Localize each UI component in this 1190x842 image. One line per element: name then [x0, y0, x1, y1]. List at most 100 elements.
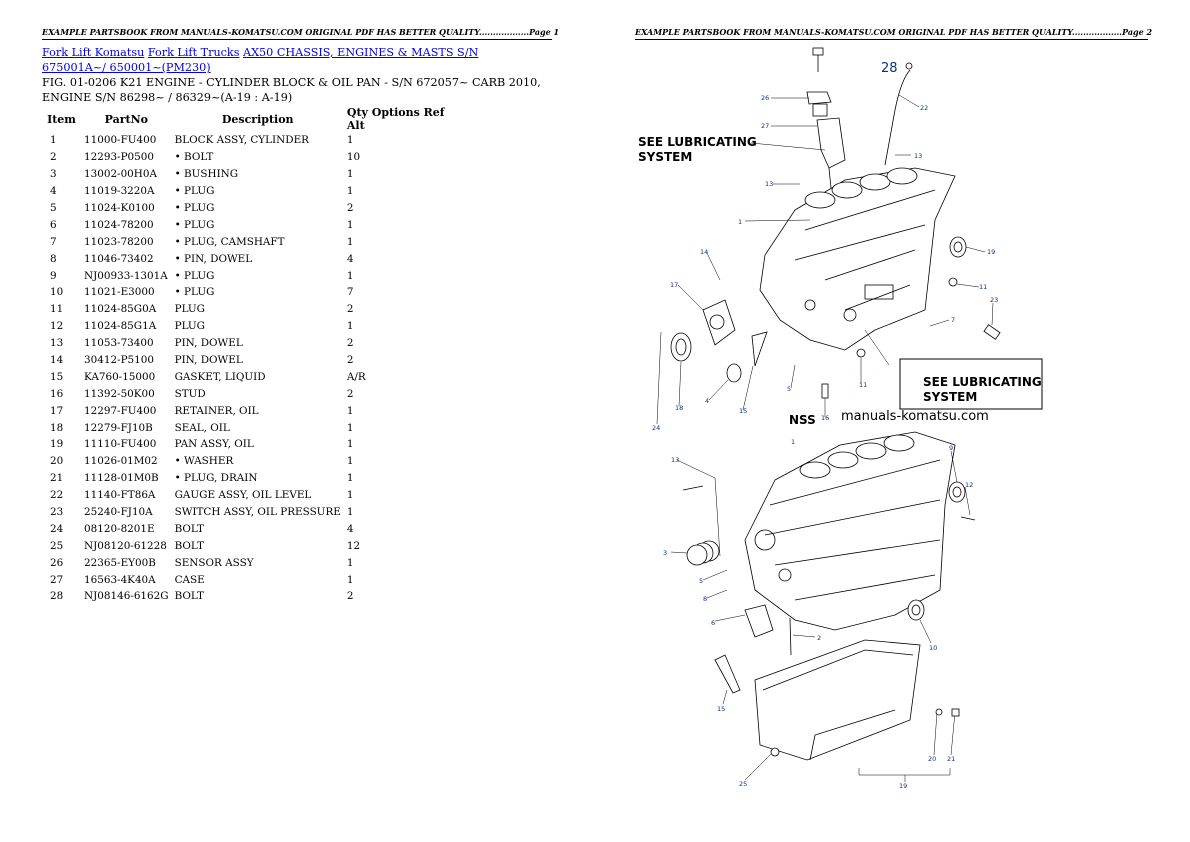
part-qty: 1 — [346, 269, 354, 282]
item-number: 19 — [50, 438, 64, 451]
part-number: 22365-EY00B — [84, 556, 156, 569]
part-qty: 1 — [346, 489, 354, 502]
watermark: manuals-komatsu.com — [841, 409, 989, 424]
part-number: NJ08120-61228 — [84, 539, 167, 552]
part-qty: 2 — [346, 590, 354, 603]
part-description: BLOCK ASSY, CYLINDER — [174, 134, 309, 147]
part-qty: 1 — [346, 573, 354, 586]
part-number: 16563-4K40A — [84, 573, 156, 586]
part-number: 11024-85G0A — [84, 303, 157, 316]
see-lubricating-label-line1: SEE LUBRICATING — [638, 135, 757, 149]
part-qty: 2 — [346, 202, 354, 214]
part-description: BOLT — [174, 590, 204, 603]
part-description: PIN, DOWEL — [174, 354, 243, 367]
breadcrumb-link-fork-lift-trucks[interactable]: Fork Lift Trucks — [147, 46, 240, 59]
nss-label: NSS — [789, 413, 816, 427]
part-qty: 1 — [346, 404, 354, 417]
part-qty: 1 — [346, 218, 354, 231]
part-qty: 2 — [346, 387, 354, 400]
item-number: 2 — [50, 151, 57, 164]
part-number: 13002-00H0A — [84, 168, 157, 181]
callout-label: 12 — [965, 481, 973, 489]
part-qty: 1 — [346, 185, 354, 198]
part-number: 11128-01M0B — [84, 472, 159, 485]
part-number: 11024-K0100 — [84, 202, 155, 214]
callout-label: 21 — [947, 755, 955, 763]
part-qty: 1 — [346, 134, 354, 147]
item-number: 1 — [50, 134, 57, 147]
part-number: 11026-01M02 — [84, 455, 158, 468]
breadcrumb: Fork Lift Komatsu Fork Lift Trucks AX50 … — [42, 45, 542, 75]
part-qty: 2 — [346, 337, 354, 350]
item-number: 26 — [50, 556, 64, 569]
item-number: 24 — [50, 522, 64, 535]
callout-label: 23 — [990, 296, 998, 304]
callout-number: 28 — [881, 61, 898, 76]
part-number: KA760-15000 — [84, 370, 156, 383]
breadcrumb-link-ax50-chassis[interactable]: AX50 CHASSIS, ENGINES & MASTS S/N 675001… — [42, 46, 479, 74]
item-number: 5 — [50, 202, 57, 214]
part-description: RETAINER, OIL — [174, 404, 259, 417]
part-qty: 4 — [346, 522, 354, 535]
item-number: 23 — [50, 506, 64, 519]
part-number: 11024-85G1A — [84, 320, 157, 333]
part-description: BOLT — [174, 539, 204, 552]
part-qty: 1 — [346, 421, 354, 434]
part-description: PLUG — [174, 303, 205, 316]
callout-label: 19 — [987, 248, 995, 256]
part-number: 11019-3220A — [84, 185, 155, 198]
item-number: 7 — [50, 235, 57, 248]
part-qty: 1 — [346, 556, 354, 569]
table-row: 1 11000-FU400 BLOCK ASSY, CYLINDER 1 — [42, 132, 450, 149]
callout-label: 2 — [817, 634, 821, 642]
figure-title: FIG. 01-0206 K21 ENGINE - CYLINDER BLOCK… — [42, 76, 541, 104]
callout-label: 19 — [899, 782, 907, 790]
breadcrumb-link-fork-lift-komatsu[interactable]: Fork Lift Komatsu — [42, 46, 145, 59]
see-lubricating-box-line2: SYSTEM — [923, 390, 977, 404]
callout-label: 25 — [739, 780, 747, 788]
part-description: • PLUG, CAMSHAFT — [174, 235, 285, 248]
part-number: 12293-P0500 — [84, 151, 154, 164]
callout-label: 10 — [929, 644, 937, 652]
part-qty: 4 — [346, 252, 354, 265]
page-header: EXAMPLE PARTSBOOK FROM MANUALS-KOMATSU.C… — [635, 27, 1152, 40]
callout-label: 3 — [663, 549, 667, 557]
part-description: • PLUG — [174, 185, 215, 198]
callout-label: 8 — [703, 595, 707, 603]
part-description: SWITCH ASSY, OIL PRESSURE — [174, 506, 341, 519]
callout-label: 15 — [739, 407, 747, 415]
part-description: • BOLT — [174, 151, 214, 164]
item-number: 16 — [50, 387, 64, 400]
item-number: 12 — [50, 320, 64, 333]
part-qty: 10 — [346, 151, 361, 164]
part-number: NJ00933-1301A — [84, 269, 168, 282]
part-description: • WASHER — [174, 455, 234, 468]
part-qty: 7 — [346, 286, 354, 299]
part-description: BOLT — [174, 522, 204, 535]
part-number: 30412-P5100 — [84, 354, 154, 367]
part-description: • PLUG — [174, 286, 215, 299]
part-description: CASE — [174, 573, 205, 586]
part-number: 11110-FU400 — [84, 438, 157, 451]
part-description: GASKET, LIQUID — [174, 370, 266, 383]
callout-label: 1 — [738, 218, 742, 226]
part-number: 11000-FU400 — [84, 134, 157, 147]
callout-label: 11 — [859, 381, 867, 389]
callout-label: 13 — [765, 180, 773, 188]
callout-label: 5 — [787, 385, 791, 393]
